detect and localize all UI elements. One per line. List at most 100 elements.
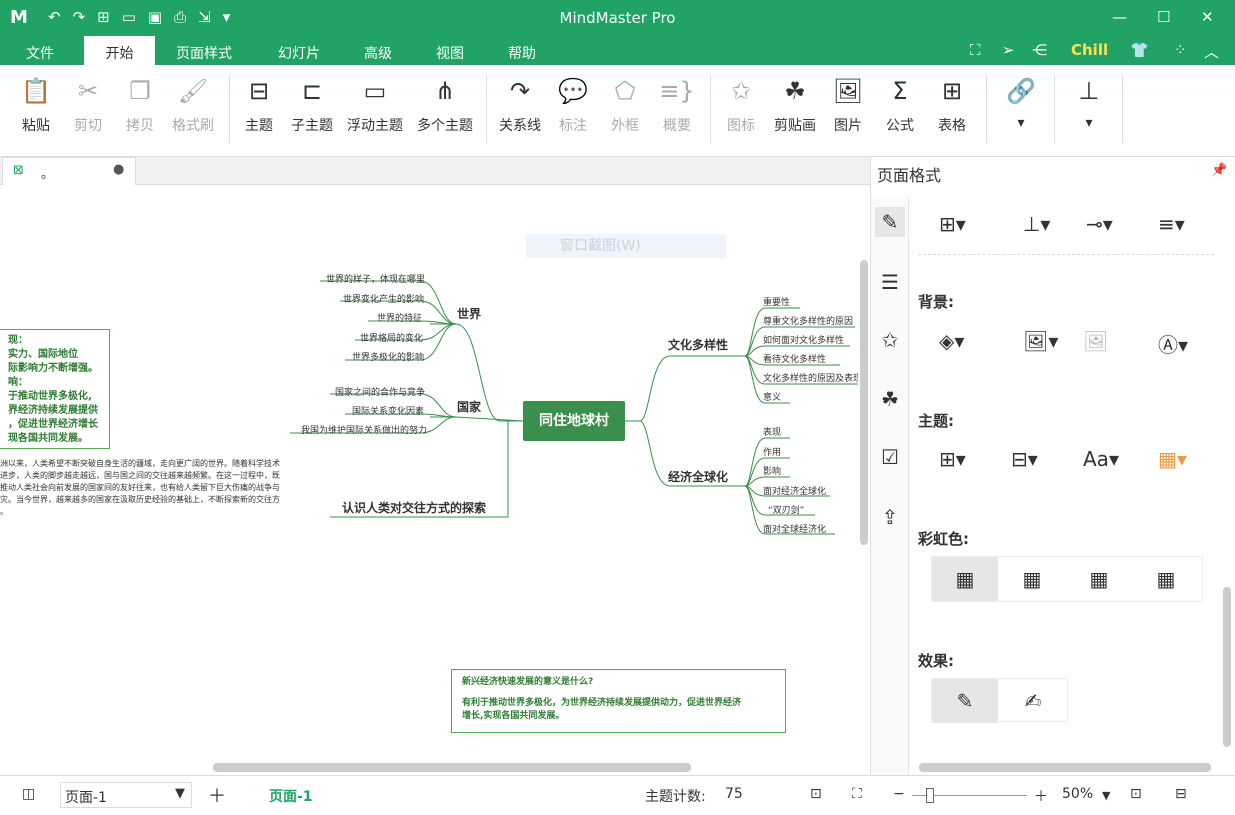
- subtopic[interactable]: 面对全球经济化: [763, 525, 827, 535]
- subtopic-button[interactable]: ⊏子主题: [282, 75, 342, 135]
- branch-culture[interactable]: 文化多样性: [668, 338, 729, 352]
- rainbow-option-2[interactable]: ▦: [1022, 567, 1042, 591]
- shirt-icon[interactable]: 👕: [1130, 41, 1149, 59]
- floating-topic-button[interactable]: ▭浮动主题: [347, 77, 403, 134]
- handdrawn-effect-icon[interactable]: ✍: [1024, 689, 1042, 713]
- zoom-in-icon[interactable]: ＋: [1034, 789, 1048, 805]
- picture-button[interactable]: 🖼图片: [818, 75, 878, 135]
- subtopic[interactable]: 国际关系变化因素: [352, 407, 425, 417]
- zoom-level[interactable]: 50%: [1062, 786, 1094, 802]
- rainbow-option-3[interactable]: ▦: [1089, 567, 1109, 591]
- numbering-icon[interactable]: ≡▾: [1158, 212, 1185, 236]
- paragraph-note[interactable]: 洲以来，人类希望不断突破自身生活的疆域，走向更广阔的世界。随着科学技术 进步，人…: [0, 458, 305, 518]
- menu-view[interactable]: 视图: [436, 46, 464, 62]
- outline-list-icon[interactable]: ☰: [881, 270, 899, 294]
- maximize-icon[interactable]: ☐: [1157, 8, 1171, 26]
- task-calendar-icon[interactable]: ☑: [881, 445, 899, 469]
- redo-icon[interactable]: ↷: [72, 8, 86, 26]
- central-topic[interactable]: 同住地球村: [523, 401, 625, 441]
- clipart-button[interactable]: ☘剪贴画: [765, 75, 825, 135]
- branch-exploration[interactable]: 认识人类对交往方式的探索: [342, 501, 487, 515]
- copy-button[interactable]: ❐拷贝: [110, 75, 170, 135]
- fit-page-icon[interactable]: ⊡: [810, 786, 822, 802]
- icon-button[interactable]: ✩图标: [711, 75, 771, 135]
- mindmap-canvas[interactable]: 窗口截图(W) 同住地球村 世界 世界的样子，体现在哪里 世界变化产生的影响 世…: [0, 186, 858, 762]
- layout-grid-icon[interactable]: ⊞▾: [939, 212, 966, 236]
- menu-file[interactable]: 文件: [26, 46, 54, 62]
- subtopic[interactable]: 国家之间的合作与竞争: [335, 388, 426, 398]
- panel-hscrollbar[interactable]: [919, 763, 1211, 772]
- format-paint-icon[interactable]: ✎: [875, 207, 905, 237]
- boundary-button[interactable]: ⬠外框: [595, 75, 655, 135]
- subtopic[interactable]: 如何面对文化多样性: [763, 336, 845, 346]
- subtopic[interactable]: 意义: [763, 393, 782, 403]
- layout-button[interactable]: ⊥▾: [1059, 75, 1119, 131]
- table-button[interactable]: ⊞表格: [922, 75, 982, 135]
- subtopic[interactable]: 面对经济全球化: [763, 487, 827, 497]
- new-icon[interactable]: ⊞: [97, 8, 110, 26]
- link-button[interactable]: 🔗▾: [991, 75, 1051, 131]
- subtopic[interactable]: “双刃剑”: [768, 506, 805, 516]
- subtopic[interactable]: 尊重文化多样性的原因: [763, 317, 854, 327]
- subtopic[interactable]: 作用: [763, 448, 782, 458]
- clipart-clover-icon[interactable]: ☘: [881, 387, 899, 411]
- page-select[interactable]: 页面-1 ▼: [60, 782, 192, 808]
- collapse-panel-icon[interactable]: ⊟: [1175, 786, 1187, 802]
- multi-topic-button[interactable]: ⋔多个主题: [417, 77, 473, 134]
- document-tab[interactable]: ⊠ 。 ●: [2, 157, 136, 185]
- share-icon[interactable]: ⋲: [1032, 41, 1047, 59]
- print-icon[interactable]: ⎙: [174, 8, 187, 26]
- summary-button[interactable]: ≡}概要: [647, 75, 707, 135]
- branch-economy[interactable]: 经济全球化: [668, 470, 729, 484]
- apps-icon[interactable]: ⁘: [1174, 41, 1187, 59]
- theme-grid-icon[interactable]: ⊞▾: [939, 447, 966, 471]
- menu-page-style[interactable]: 页面样式: [176, 46, 232, 62]
- structure-icon[interactable]: ⊥▾: [1023, 212, 1051, 236]
- zoom-out-icon[interactable]: −: [893, 786, 905, 802]
- paste-button[interactable]: 📋粘贴: [6, 75, 66, 135]
- rainbow-option-1[interactable]: ▦: [932, 557, 998, 601]
- topic-button[interactable]: ⊟主题: [229, 75, 289, 135]
- minimize-icon[interactable]: —: [1112, 8, 1127, 26]
- fullscreen-view-icon[interactable]: ⛶: [852, 786, 862, 802]
- icon-star-icon[interactable]: ✩: [881, 328, 899, 352]
- more-icon[interactable]: ▾: [222, 8, 231, 26]
- pin-icon[interactable]: 📌: [1211, 163, 1228, 178]
- export-icon[interactable]: ⇲: [198, 8, 211, 26]
- font-icon[interactable]: Aa▾: [1083, 447, 1119, 471]
- remove-image-icon[interactable]: 🖼: [1083, 329, 1109, 353]
- color-palette-icon[interactable]: ▦▾: [1158, 447, 1187, 471]
- fill-bucket-icon[interactable]: ◈▾: [939, 329, 965, 353]
- format-brush-button[interactable]: 🖌格式刷: [163, 75, 223, 135]
- open-icon[interactable]: ▭: [121, 8, 136, 26]
- menu-home[interactable]: 开始: [84, 36, 155, 65]
- subtopic[interactable]: 我国为维护国际关系做出的努力: [301, 426, 428, 436]
- subtopic[interactable]: 看待文化多样性: [763, 355, 827, 365]
- subtopic[interactable]: 世界的样子，体现在哪里: [326, 275, 426, 285]
- page-panel-icon[interactable]: ◫: [22, 786, 36, 802]
- cut-button[interactable]: ✂剪切: [58, 75, 118, 135]
- undo-icon[interactable]: ↶: [48, 8, 61, 26]
- zoom-slider-thumb[interactable]: [926, 788, 934, 803]
- qa-note-box[interactable]: 新兴经济快速发展的意义是什么? 有利于推动世界多极化，为世界经济持续发展提供动力…: [451, 669, 786, 733]
- menu-slides[interactable]: 幻灯片: [278, 46, 320, 62]
- vertical-scrollbar[interactable]: [860, 260, 868, 545]
- theme-selector[interactable]: Chill: [1071, 41, 1109, 59]
- theme-list-icon[interactable]: ⊟▾: [1011, 447, 1038, 471]
- subtopic[interactable]: 世界多极化的影响: [352, 353, 425, 363]
- page-tab[interactable]: 页面-1: [269, 789, 313, 805]
- menu-advanced[interactable]: 高级: [364, 46, 392, 62]
- export-upload-icon[interactable]: ⇪: [881, 505, 899, 529]
- callout-button[interactable]: 💬标注: [543, 75, 603, 135]
- add-page-icon[interactable]: ＋: [208, 786, 226, 807]
- branch-world[interactable]: 世界: [457, 307, 482, 321]
- fit-width-icon[interactable]: ⊡: [1130, 786, 1142, 802]
- subtopic[interactable]: 影响: [763, 467, 782, 477]
- collapse-ribbon-icon[interactable]: ︿: [1204, 43, 1220, 61]
- subtopic[interactable]: 世界的特征: [377, 314, 423, 324]
- watermark-text-icon[interactable]: Ⓐ▾: [1158, 333, 1189, 357]
- connector-style-icon[interactable]: ⊸▾: [1086, 212, 1113, 236]
- panel-scrollbar[interactable]: [1223, 587, 1231, 747]
- floating-note-box[interactable]: 现： 实力、国际地位 际影响力不断增强。 响： 于推动世界多极化, 界经济持续发…: [0, 329, 110, 449]
